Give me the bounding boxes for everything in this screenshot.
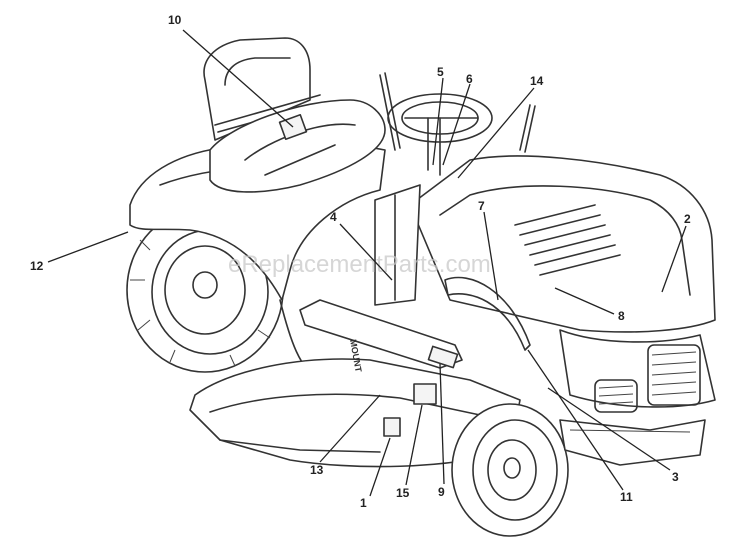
leader-1 (369, 437, 391, 497)
leader-8 (554, 287, 615, 315)
footrest (299, 299, 463, 369)
leader-7 (483, 211, 499, 301)
hood-vents (514, 204, 621, 276)
leader-14 (457, 87, 535, 179)
deck-decal-15 (413, 383, 437, 405)
callout-12: 12 (30, 259, 44, 273)
leader-12 (47, 231, 129, 263)
callout-5: 5 (437, 65, 444, 79)
callout-4: 4 (330, 210, 337, 224)
leader-13 (319, 394, 381, 463)
callout-7: 7 (478, 199, 485, 213)
leader-10 (182, 29, 294, 128)
leader-5 (432, 77, 444, 166)
leader-11 (527, 349, 624, 491)
grille (594, 344, 701, 413)
dash-panel (374, 184, 531, 351)
callout-14: 14 (530, 74, 544, 88)
leader-15 (405, 404, 423, 486)
deck-decal-1 (383, 417, 401, 437)
leader-9 (439, 363, 445, 485)
hood (409, 155, 716, 413)
front-chassis (559, 419, 706, 466)
callout-13: 13 (310, 463, 324, 477)
callout-15: 15 (396, 486, 410, 500)
callout-6: 6 (466, 72, 473, 86)
leader-4 (339, 223, 393, 281)
callout-8: 8 (618, 309, 625, 323)
watermark: eReplacementParts.com (228, 251, 491, 278)
leader-lines (47, 29, 687, 497)
leader-6 (442, 83, 471, 166)
callout-10: 10 (168, 13, 182, 27)
callout-11: 11 (620, 490, 633, 504)
footrest-decal (427, 345, 459, 369)
callout-labels: 10 12 5 6 14 4 7 2 8 3 11 13 1 15 9 (30, 13, 691, 510)
steering-assembly (379, 72, 536, 176)
callout-9: 9 (438, 485, 445, 499)
mower-deck: MOUNT (189, 339, 521, 468)
leader-2 (661, 225, 687, 293)
callout-3: 3 (672, 470, 679, 484)
leader-3 (547, 387, 671, 471)
front-wheel (451, 403, 569, 537)
callout-2: 2 (684, 212, 691, 226)
callout-1: 1 (360, 496, 367, 510)
